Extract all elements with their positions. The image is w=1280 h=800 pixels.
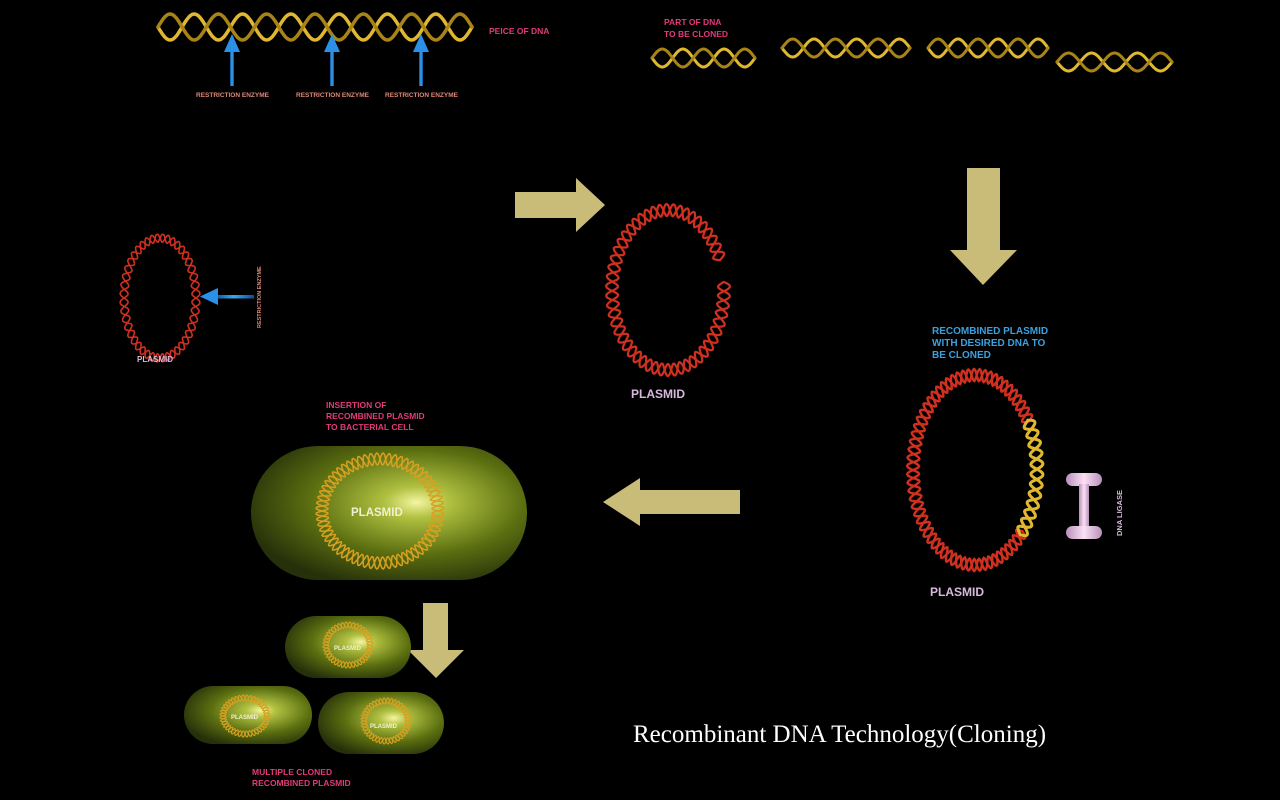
plasmid-label-small: PLASMID — [137, 355, 173, 364]
process-arrow-icon — [515, 178, 605, 232]
dna-fragment-icon — [650, 47, 757, 69]
restriction-enzyme-vertical-label: RESTRICTION ENZYME — [257, 266, 263, 328]
recombined-plasmid-label-line1: RECOMBINED PLASMID — [932, 326, 1048, 337]
part-of-dna-label-line1: PART OF DNA — [664, 17, 721, 27]
restriction-enzyme-label: RESTRICTION ENZYME — [296, 92, 370, 99]
restriction-enzyme-arrow-icon — [224, 34, 240, 86]
part-of-dna-label-line2: TO BE CLONED — [664, 29, 728, 39]
dna-fragment-icon — [926, 37, 1050, 59]
restriction-enzyme-arrow-icon — [200, 288, 254, 305]
insertion-label-line2: RECOMBINED PLASMID — [326, 411, 425, 421]
piece-of-dna-label: PEICE OF DNA — [489, 26, 549, 36]
insertion-label-line3: TO BACTERIAL CELL — [326, 422, 414, 432]
dna-fragments — [650, 37, 1174, 73]
plasmid-helix-strand — [605, 202, 731, 377]
multiple-cloned-label-line2: RECOMBINED PLASMID — [252, 778, 351, 788]
plasmid-label-clone: PLASMID — [231, 715, 259, 721]
plasmid-label-opened: PLASMID — [631, 387, 685, 401]
bacterial-cell-icon — [184, 686, 312, 744]
recombined-plasmid-label-line2: WITH DESIRED DNA TO — [932, 338, 1046, 349]
plasmid-helix-strand — [905, 367, 1034, 573]
restriction-enzyme-label: RESTRICTION ENZYME — [196, 92, 270, 99]
dna-fragment-icon — [1055, 51, 1174, 73]
opened-plasmid-ring — [604, 202, 731, 378]
bacterial-cell-icon — [318, 692, 444, 754]
plasmid-label-cell: PLASMID — [351, 507, 403, 519]
diagram-title: Recombinant DNA Technology(Cloning) — [633, 721, 1046, 748]
dna-fragment-icon — [780, 37, 912, 59]
dna-ligase-label: DNA LIGASE — [1115, 490, 1124, 536]
dna-ligase-icon — [1066, 473, 1102, 539]
piece-of-dna-strand — [156, 12, 474, 42]
plasmid-label-clone: PLASMID — [370, 724, 398, 730]
bacterial-cell-icon — [251, 446, 527, 580]
bacterial-cell-icon — [285, 616, 411, 678]
restriction-enzyme-arrow-icon — [413, 34, 429, 86]
process-arrow-icon — [950, 168, 1017, 285]
process-arrow-icon — [603, 478, 740, 526]
recombined-plasmid-ring — [905, 367, 1034, 573]
cell-plasmid-ring — [315, 452, 445, 570]
plasmid-ring-icon — [119, 233, 201, 363]
dna-helix-strand — [1055, 51, 1174, 73]
dna-helix-strand — [780, 37, 912, 59]
inserted-dna-segment — [1016, 418, 1045, 538]
insertion-label-line1: INSERTION OF — [326, 400, 386, 410]
dna-helix-strand — [650, 47, 757, 69]
plasmid-helix-strand — [315, 452, 445, 570]
plasmid-helix-strand — [322, 621, 374, 669]
plasmid-label-clone: PLASMID — [334, 646, 362, 652]
cloned-plasmid-rings — [219, 621, 412, 745]
restriction-enzyme-arrow-icon — [324, 34, 340, 86]
dna-helix-strand — [156, 12, 474, 42]
dna-helix-strand — [650, 47, 757, 69]
plasmid-helix-strand — [1018, 418, 1045, 538]
plasmid-label-recombined: PLASMID — [930, 585, 984, 599]
dna-helix-strand — [926, 37, 1050, 59]
restriction-enzyme-label: RESTRICTION ENZYME — [385, 92, 459, 99]
plasmid-helix-strand — [119, 233, 201, 363]
multiple-cloned-label-line1: MULTIPLE CLONED — [252, 767, 332, 777]
recombined-plasmid-label-line3: BE CLONED — [932, 350, 991, 361]
dna-helix-strand — [156, 12, 474, 42]
plasmid-helix-strand — [219, 694, 271, 738]
process-arrow-icon — [408, 603, 464, 678]
plasmid-helix-strand — [360, 697, 412, 745]
dna-helix-strand — [1055, 51, 1174, 73]
